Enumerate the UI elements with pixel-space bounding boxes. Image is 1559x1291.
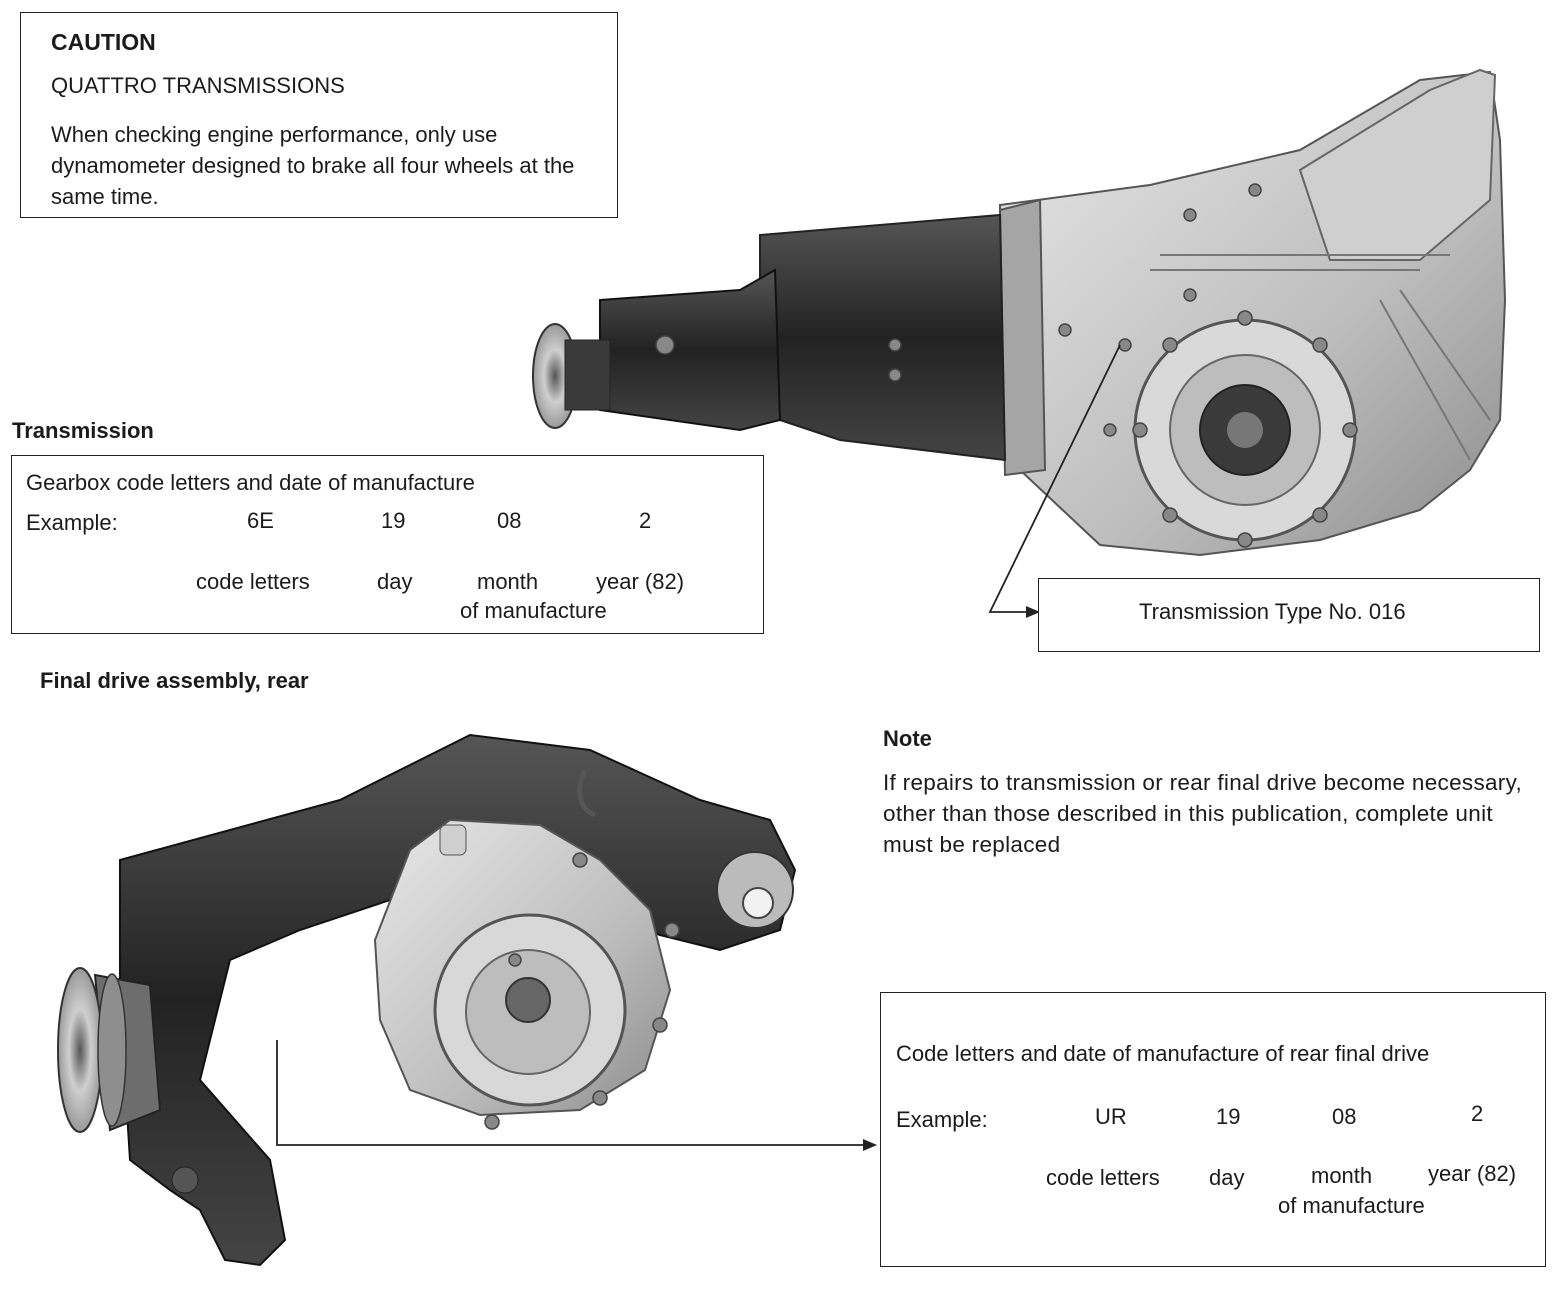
rear-month-value: 08 — [1332, 1104, 1357, 1129]
rear-day-value: 19 — [1216, 1104, 1241, 1129]
transmission-type-box: Transmission Type No. 016 — [1038, 578, 1540, 652]
day-legend: day — [377, 569, 413, 594]
caution-subtitle: QUATTRO TRANSMISSIONS — [51, 73, 345, 98]
final-drive-photo — [57, 733, 797, 1267]
example-label: Example: — [26, 510, 118, 535]
manufacture-legend: of manufacture — [460, 598, 607, 623]
rear-example-label: Example: — [896, 1107, 988, 1132]
arrowhead-icon — [863, 1139, 877, 1151]
code-letters-value: 6E — [247, 508, 274, 533]
caution-body: When checking engine performance, only u… — [51, 122, 575, 209]
transmission-heading: Transmission — [12, 418, 154, 443]
caution-title: CAUTION — [51, 29, 156, 55]
rear-year-value: 2 — [1471, 1101, 1484, 1126]
year-legend: year (82) — [596, 569, 685, 594]
leader-lines — [276, 344, 1121, 1146]
rear-code-letters-value: UR — [1095, 1104, 1127, 1129]
note-title: Note — [883, 726, 932, 751]
code-letters-legend: code letters — [196, 569, 310, 594]
rear-final-drive-code-box: Code letters and date of manufacture of … — [880, 992, 1546, 1267]
rear-month-legend: month — [1311, 1163, 1373, 1188]
final-drive-heading: Final drive assembly, rear — [40, 668, 309, 693]
month-legend: month — [477, 569, 539, 594]
transmission-type-label: Transmission Type No. 016 — [1139, 599, 1406, 624]
rear-manufacture-legend: of manufacture — [1278, 1193, 1425, 1218]
gearbox-code-box: Gearbox code letters and date of manufac… — [11, 455, 764, 634]
transmission-photo — [532, 68, 1507, 557]
rear-code-letters-legend: code letters — [1046, 1165, 1160, 1190]
year-value: 2 — [639, 508, 652, 533]
month-value: 08 — [497, 508, 522, 533]
rear-day-legend: day — [1209, 1165, 1245, 1190]
caution-box: CAUTION QUATTRO TRANSMISSIONS When check… — [20, 12, 618, 218]
rear-box-title: Code letters and date of manufacture of … — [896, 1041, 1430, 1066]
rear-year-legend: year (82) — [1428, 1161, 1517, 1186]
gearbox-box-title: Gearbox code letters and date of manufac… — [26, 470, 475, 495]
day-value: 19 — [381, 508, 406, 533]
note-body: If repairs to transmission or rear final… — [883, 770, 1523, 857]
arrowhead-icon — [1026, 606, 1040, 618]
